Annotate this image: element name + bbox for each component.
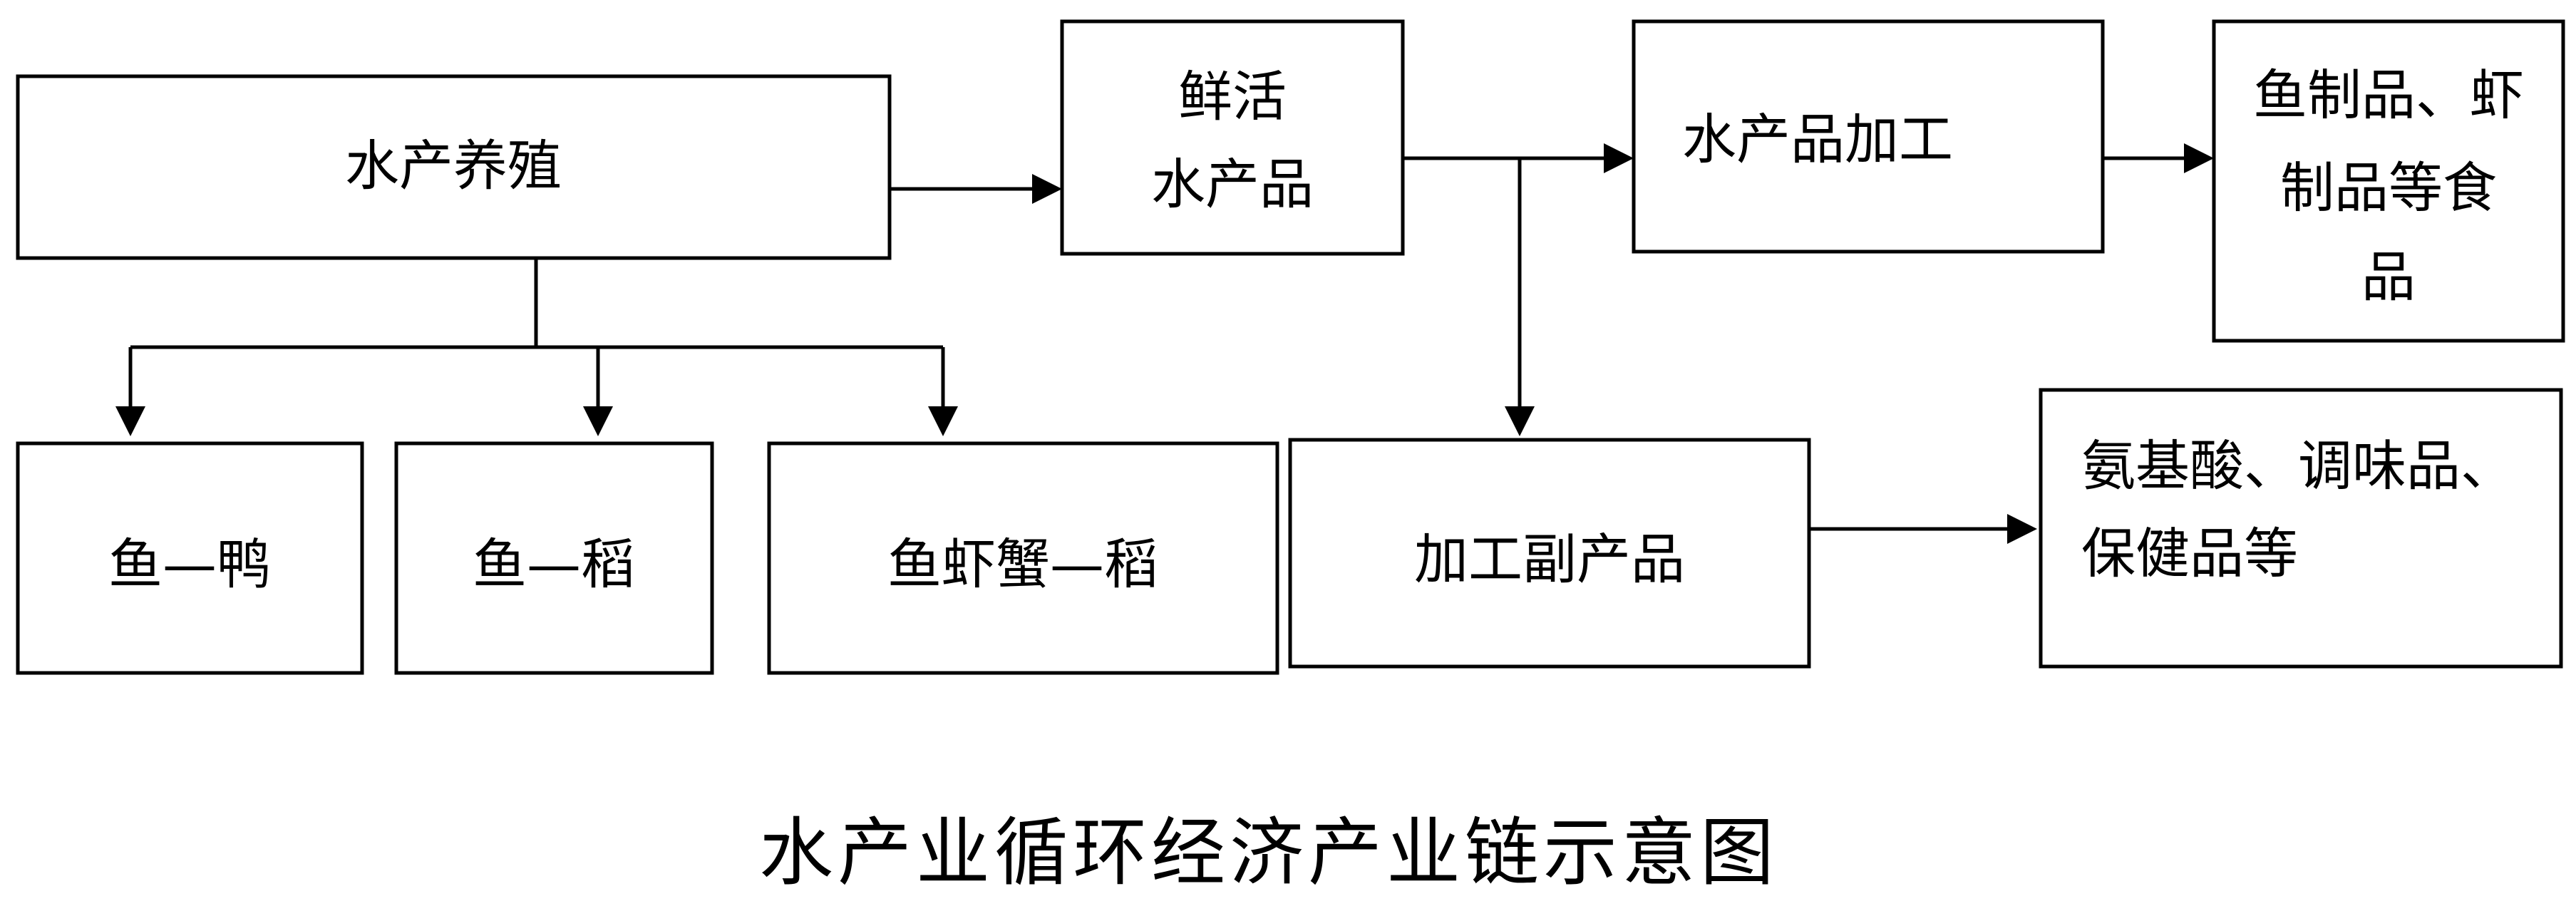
arrowhead-fish-rice <box>583 406 613 436</box>
arrowhead-fresh <box>1032 174 1062 204</box>
node-fresh-products-label-line1: 鲜活 <box>1178 65 1287 128</box>
node-fish-shrimp-food-label-line1: 鱼制品、虾 <box>2253 63 2524 127</box>
arrowhead-byproducts <box>1505 406 1535 436</box>
node-aquaculture-label: 水产养殖 <box>345 134 562 197</box>
node-fresh-products-label-line2: 水产品 <box>1151 153 1314 216</box>
node-byproducts-label: 加工副产品 <box>1414 528 1685 591</box>
node-fish-shrimp-food-label-line2: 制品等食 <box>2280 156 2497 220</box>
edge-aquaculture-branch <box>128 258 945 408</box>
arrowhead-fish-duck <box>115 406 145 436</box>
arrowhead-fish-shrimp-crab-rice <box>928 406 958 436</box>
connectors <box>115 143 2214 544</box>
arrowhead-processing <box>1604 143 1634 173</box>
node-fish-duck: 鱼—鸭 <box>16 441 364 675</box>
node-aquaculture: 水产养殖 <box>16 74 892 260</box>
node-processing-label: 水产品加工 <box>1682 108 1953 171</box>
node-fish-shrimp-crab-rice-label: 鱼虾蟹—稻 <box>887 532 1158 596</box>
node-amino-acids: 氨基酸、调味品、 保健品等 <box>2039 388 2563 669</box>
node-fish-rice: 鱼—稻 <box>394 441 714 675</box>
node-processing: 水产品加工 <box>1632 19 2105 254</box>
node-byproducts: 加工副产品 <box>1288 438 1811 669</box>
node-fish-shrimp-crab-rice: 鱼虾蟹—稻 <box>767 441 1279 675</box>
arrowhead-food <box>2184 143 2214 173</box>
node-fish-rice-label: 鱼—稻 <box>473 532 635 596</box>
arrowhead-amino <box>2007 514 2037 544</box>
node-amino-acids-label-line2: 保健品等 <box>2081 522 2298 585</box>
node-fish-shrimp-food-label-line3: 品 <box>2361 245 2416 309</box>
node-fish-duck-label: 鱼—鸭 <box>108 532 271 596</box>
node-fish-shrimp-food: 鱼制品、虾 制品等食 品 <box>2212 19 2565 343</box>
diagram-caption: 水产业循环经济产业链示意图 <box>759 809 1778 896</box>
node-amino-acids-label-line1: 氨基酸、调味品、 <box>2081 434 2515 498</box>
node-fresh-products: 鲜活 水产品 <box>1060 19 1405 256</box>
